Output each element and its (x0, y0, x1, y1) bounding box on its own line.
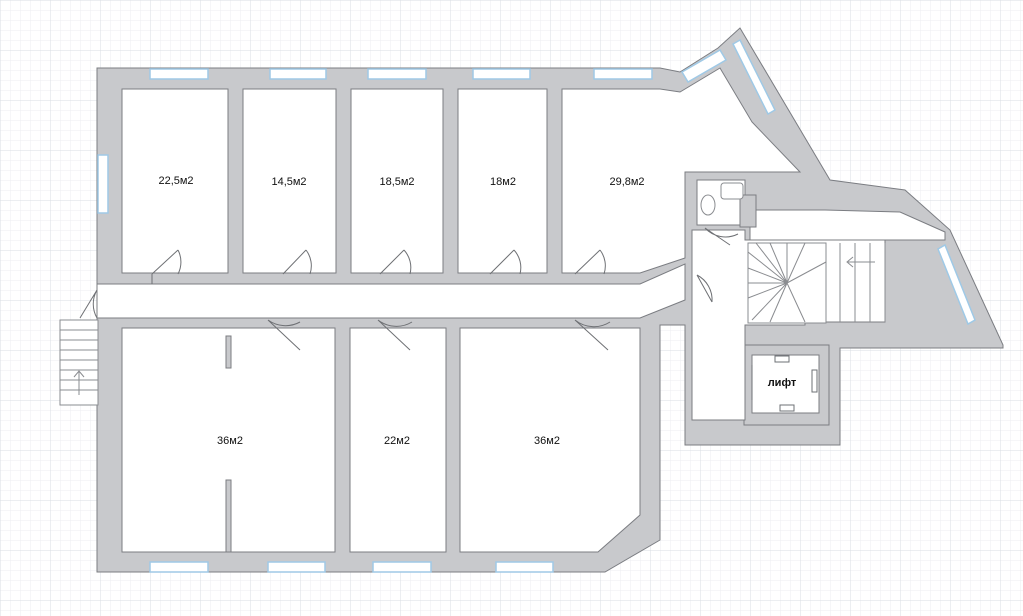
entrance-stair-arrow (73, 370, 85, 395)
window-top-3 (367, 68, 427, 80)
window-top-5 (593, 68, 653, 80)
lift-rail-right (811, 369, 818, 393)
lift-cab (751, 354, 820, 414)
room-label-1: 22,5м2 (158, 175, 193, 187)
window-top-2 (269, 68, 327, 80)
toilet-icon (700, 194, 716, 216)
sink-icon (720, 182, 744, 200)
room-floor-4 (457, 88, 548, 274)
window-diagonal-right (732, 38, 776, 116)
room-floor-1 (121, 88, 229, 274)
door-room-1 (151, 249, 182, 284)
doors (79, 227, 753, 400)
wc-partition (739, 194, 757, 228)
door-room-4 (489, 249, 522, 275)
entrance-stair-steps (60, 329, 98, 391)
partitions (225, 194, 757, 553)
window-bottom-4 (495, 561, 554, 573)
door-room-3 (379, 249, 412, 275)
windows (97, 38, 976, 573)
room-label-5: 29,8м2 (609, 176, 644, 188)
upper-wedge-floor (749, 209, 946, 241)
room-label-8: 36м2 (534, 435, 560, 447)
room-floor-5 (561, 67, 802, 274)
room-label-4: 18м2 (490, 176, 516, 188)
window-left (97, 154, 109, 214)
door-room-5 (574, 249, 606, 275)
door-room-2 (282, 249, 312, 275)
partition-left-upper (225, 335, 232, 369)
staircase-upper-flight (825, 243, 886, 322)
entrance-stair (59, 319, 99, 406)
room-floor-3 (350, 88, 444, 274)
door-corridor-end (696, 274, 713, 303)
lift-label: лифт (768, 377, 797, 389)
room-floor-2 (242, 88, 337, 274)
door-room-8 (574, 319, 611, 351)
room-label-3: 18,5м2 (379, 176, 414, 188)
main-staircase (747, 242, 886, 324)
lift-counterweight-top (774, 355, 790, 363)
window-top-4 (472, 68, 531, 80)
lift-details (774, 355, 818, 412)
room-labels: 22,5м2 14,5м2 18,5м2 18м2 29,8м2 36м2 22… (158, 175, 796, 447)
window-diagonal-lower (937, 243, 976, 326)
room-label-7: 22м2 (384, 435, 410, 447)
room-floor-7 (349, 327, 447, 553)
staircase-arrow (846, 256, 875, 268)
window-top-1 (149, 68, 209, 80)
window-bottom-2 (267, 561, 326, 573)
door-room-6 (267, 319, 301, 351)
wc-fixtures (700, 182, 744, 216)
room-floor-8 (459, 327, 641, 553)
room-label-2: 14,5м2 (271, 176, 306, 188)
window-diagonal-top (680, 48, 728, 84)
window-bottom-1 (149, 561, 209, 573)
window-bottom-3 (372, 561, 432, 573)
door-entrance (79, 289, 98, 319)
lift-counterweight-bottom (779, 404, 795, 412)
partition-left-lower (225, 479, 232, 553)
staircase-winders (747, 242, 827, 323)
door-room-7 (377, 319, 413, 351)
door-stair-hall (704, 227, 739, 246)
room-label-6: 36м2 (217, 435, 243, 447)
